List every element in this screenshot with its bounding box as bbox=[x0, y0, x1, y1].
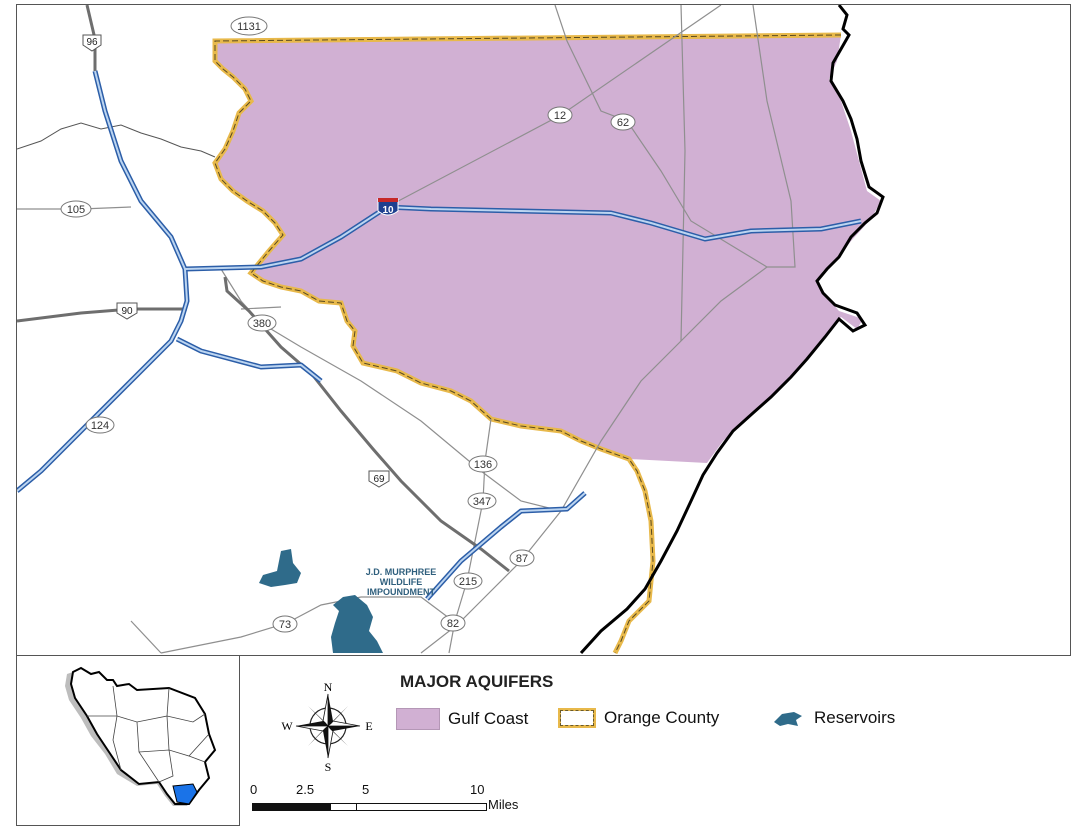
compass-north: N bbox=[324, 682, 333, 694]
svg-text:WILDLIFE: WILDLIFE bbox=[380, 577, 423, 587]
gulf-coast-swatch bbox=[396, 708, 440, 730]
interstate-shield-10: 10 bbox=[377, 198, 399, 216]
state-boundary-river bbox=[579, 5, 885, 655]
route-shield-87: 87 bbox=[509, 549, 535, 567]
compass-rose: N S E W bbox=[281, 682, 372, 772]
svg-text:347: 347 bbox=[473, 496, 491, 508]
svg-text:124: 124 bbox=[91, 420, 109, 432]
reservoir-swatch-icon bbox=[774, 712, 802, 726]
legend-label-orange-county: Orange County bbox=[604, 708, 720, 727]
svg-text:136: 136 bbox=[474, 459, 492, 471]
county-line-north bbox=[17, 122, 216, 158]
legend-label-gulf-coast: Gulf Coast bbox=[448, 709, 529, 728]
svg-text:215: 215 bbox=[459, 576, 477, 588]
route-shield-62: 62 bbox=[610, 113, 636, 131]
route-shield-96: 96 bbox=[82, 34, 102, 52]
svg-text:105: 105 bbox=[67, 204, 85, 216]
route-shield-215: 215 bbox=[453, 572, 483, 590]
orange-county-swatch bbox=[558, 708, 596, 728]
route-shield-347: 347 bbox=[467, 492, 497, 510]
scale-tick-2-5: 2.5 bbox=[296, 782, 315, 797]
locator-map bbox=[16, 656, 240, 826]
route-shield-73: 73 bbox=[272, 615, 298, 633]
locator-map-canvas bbox=[65, 666, 217, 806]
compass-west: W bbox=[281, 719, 293, 733]
route-shield-12: 12 bbox=[547, 106, 573, 124]
legend-item-orange-county: Orange County bbox=[558, 708, 719, 728]
scale-tick-0: 0 bbox=[250, 782, 258, 797]
svg-text:96: 96 bbox=[86, 37, 98, 48]
route-shield-69: 69 bbox=[368, 470, 390, 488]
map-panel: 1131 96 12 62 105 10 90 380 bbox=[16, 4, 1071, 656]
legend-item-gulf-coast: Gulf Coast bbox=[396, 708, 528, 730]
svg-text:12: 12 bbox=[554, 110, 566, 122]
impoundment-label: J.D. MURPHREE WILDLIFE IMPOUNDMENT bbox=[366, 567, 437, 597]
svg-text:69: 69 bbox=[373, 474, 385, 485]
legend-panel: N S E W MAJOR AQUIFERS Gulf Coast Orange… bbox=[16, 656, 1071, 826]
svg-text:87: 87 bbox=[516, 553, 528, 565]
gulf-coast-aquifer-area bbox=[215, 35, 881, 463]
svg-text:IMPOUNDMENT: IMPOUNDMENT bbox=[367, 587, 435, 597]
route-shield-1131: 1131 bbox=[230, 16, 268, 36]
legend-item-reservoirs: Reservoirs bbox=[772, 708, 895, 728]
svg-text:380: 380 bbox=[253, 318, 271, 330]
route-shield-90: 90 bbox=[116, 302, 138, 320]
scale-tick-10: 10 bbox=[470, 782, 485, 797]
route-shield-136: 136 bbox=[468, 455, 498, 473]
svg-text:1131: 1131 bbox=[237, 21, 261, 33]
route-shield-82: 82 bbox=[440, 614, 466, 632]
svg-text:10: 10 bbox=[382, 205, 394, 216]
legend-label-reservoirs: Reservoirs bbox=[814, 708, 896, 727]
scale-bar-graphic bbox=[252, 803, 487, 811]
scale-bar: 0 2.5 5 10 Miles bbox=[250, 782, 530, 822]
svg-text:73: 73 bbox=[279, 619, 291, 631]
compass-south: S bbox=[325, 760, 332, 772]
route-shield-105: 105 bbox=[60, 200, 92, 218]
svg-text:62: 62 bbox=[617, 117, 629, 129]
locator-orange-county-highlight bbox=[172, 783, 198, 805]
route-shield-124: 124 bbox=[85, 416, 115, 434]
map-canvas: 1131 96 12 62 105 10 90 380 bbox=[17, 5, 885, 655]
reservoir-small bbox=[259, 549, 301, 587]
route-shield-380: 380 bbox=[247, 314, 277, 332]
svg-text:90: 90 bbox=[121, 306, 133, 317]
compass-east: E bbox=[365, 719, 372, 733]
svg-text:82: 82 bbox=[447, 618, 459, 630]
svg-text:J.D. MURPHREE: J.D. MURPHREE bbox=[366, 567, 437, 577]
scale-unit: Miles bbox=[488, 797, 519, 812]
scale-tick-5: 5 bbox=[362, 782, 370, 797]
reservoir-large bbox=[331, 595, 383, 653]
legend-title: MAJOR AQUIFERS bbox=[400, 672, 554, 691]
